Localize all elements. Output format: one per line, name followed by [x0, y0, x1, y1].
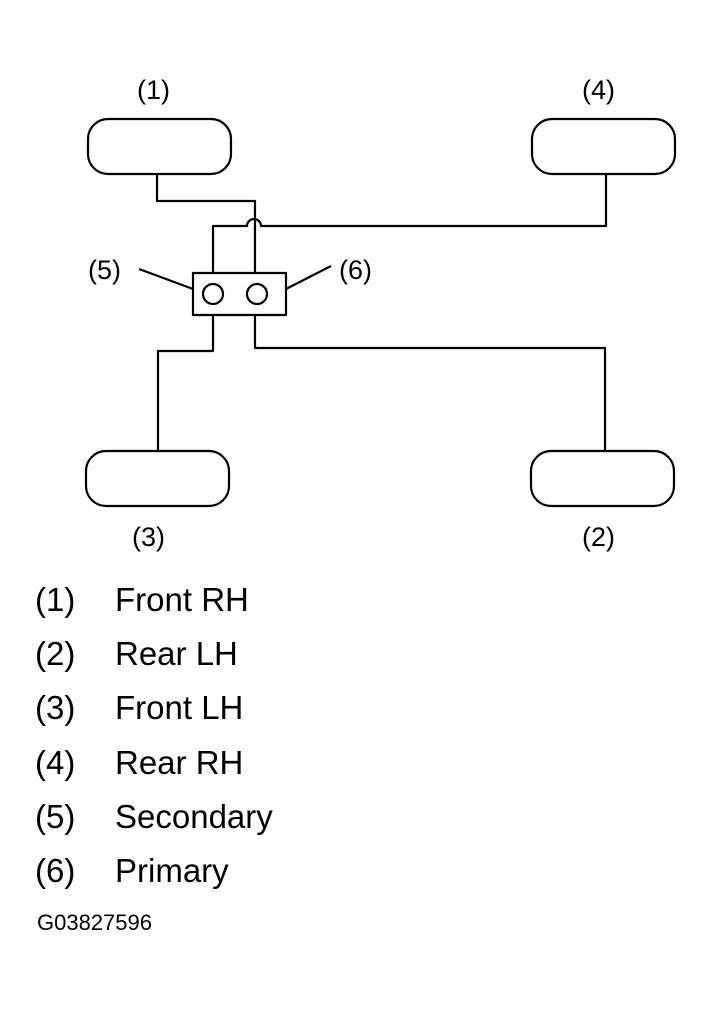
legend-label: Rear LH [115, 635, 238, 673]
legend-label: Front LH [115, 689, 244, 727]
leader-line-secondary [138, 267, 194, 291]
legend-item: (2) Rear LH [35, 627, 273, 681]
secondary-port-circle [201, 282, 225, 306]
legend-item: (1) Front RH [35, 573, 273, 627]
wheel-front-rh [86, 117, 233, 176]
leader-line-primary [285, 265, 332, 290]
brake-line-front-rh [155, 174, 257, 273]
callout-1: (1) [137, 75, 170, 105]
legend-label: Secondary [115, 797, 273, 835]
brake-line-rear-rh [211, 174, 608, 273]
legend-label: Rear RH [115, 743, 244, 781]
callout-2: (2) [582, 522, 615, 552]
figure-id: G03827596 [37, 910, 152, 935]
legend-item: (4) Rear RH [35, 736, 273, 790]
legend-number: (1) [35, 581, 76, 619]
legend-number: (3) [35, 689, 76, 727]
legend-number: (4) [35, 743, 76, 781]
wheel-rear-lh [529, 449, 676, 508]
callout-3: (3) [132, 522, 165, 552]
legend-label: Primary [115, 852, 229, 890]
wheel-rear-rh [530, 117, 677, 176]
legend-list: (1) Front RH (2) Rear LH (3) Front LH (4… [35, 573, 273, 898]
legend-number: (5) [35, 797, 76, 835]
legend-item: (3) Front LH [35, 681, 273, 735]
legend-number: (6) [35, 852, 76, 890]
legend-number: (2) [35, 635, 76, 673]
legend-item: (6) Primary [35, 844, 273, 898]
brake-circuit-diagram: (1) (4) (5) (6) (3) (2) [84, 75, 677, 552]
callout-5: (5) [88, 255, 121, 285]
brake-line-rear-lh [253, 315, 607, 451]
legend-item: (5) Secondary [35, 790, 273, 844]
callout-4: (4) [582, 75, 615, 105]
master-cylinder [191, 271, 288, 317]
brake-line-front-lh [156, 315, 215, 451]
wheel-front-lh [84, 449, 231, 508]
primary-port-circle [245, 282, 269, 306]
legend-label: Front RH [115, 581, 249, 619]
callout-6: (6) [339, 255, 372, 285]
